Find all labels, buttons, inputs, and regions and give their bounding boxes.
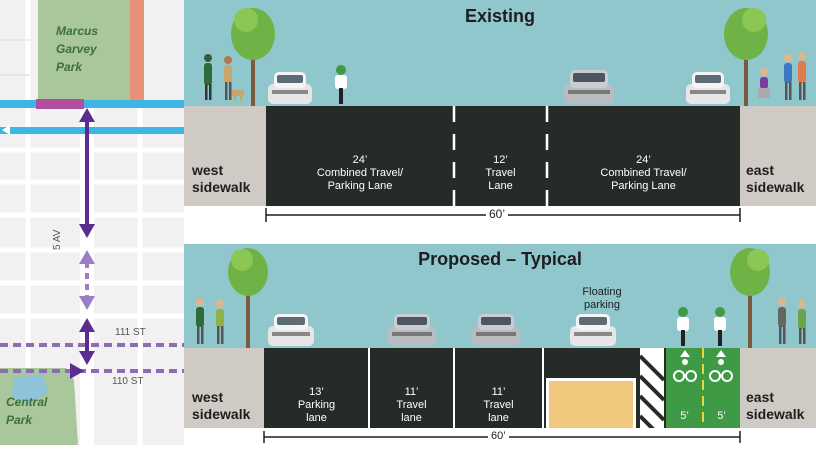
pedestrian-icon [798, 52, 806, 100]
cyclist-icon [335, 65, 347, 104]
lane-name: Travel [485, 167, 516, 179]
lane-name: Parking Lane [611, 180, 676, 192]
lane-name: lane [306, 412, 327, 424]
existing-west-label-line: sidewalk [192, 179, 251, 195]
floating-parking-line: Floating [582, 286, 622, 298]
existing-west-sidewalk [184, 106, 266, 206]
proposed-west-label-line: sidewalk [192, 406, 251, 422]
lane-name: Combined Travel/ [316, 167, 404, 179]
existing-scene [204, 8, 806, 106]
cyclist-icon [677, 307, 689, 346]
lane-width: 11’ [491, 386, 506, 398]
lane-name: Lane [488, 180, 513, 192]
pedestrian-icon [784, 54, 792, 100]
existing-east-label-line: sidewalk [746, 179, 805, 195]
car-icon [268, 72, 312, 104]
tree-icon [228, 248, 268, 348]
existing-section: Existing [184, 0, 816, 232]
cyclist-icon [714, 307, 726, 346]
proposed-section: Proposed – Typical Floating parking [184, 244, 816, 445]
car-icon [686, 72, 730, 104]
park-label-south-line: Central [6, 395, 48, 409]
lane-name: lane [488, 412, 509, 424]
bike-symbol-icon [709, 350, 733, 382]
bike-symbol-icon [673, 350, 697, 382]
proposed-total-width: 60’ [488, 430, 509, 442]
car-icon [570, 314, 616, 346]
park-label-south-line: Park [6, 413, 33, 427]
floating-parking-area [549, 381, 633, 428]
lane-name: Combined Travel/ [600, 167, 687, 179]
car-icon [564, 70, 614, 104]
tree-icon [724, 8, 768, 106]
route-map: Marcus Garvey Park Central Park 5 AV 111… [0, 0, 184, 445]
existing-title: Existing [464, 6, 535, 26]
car-icon [472, 314, 520, 346]
pedestrian-icon [798, 300, 806, 344]
existing-west-label-line: west [192, 162, 224, 178]
existing-lane-label: 24’ Combined Travel/ Parking Lane [266, 154, 454, 193]
proposed-lane-label: 11’ Travel lane [369, 386, 454, 425]
lane-name: Travel [396, 399, 427, 411]
proposed-east-label-line: east [746, 389, 775, 405]
car-icon [388, 314, 436, 346]
proposed-lane-markings [368, 348, 740, 428]
existing-east-sidewalk-label: east sidewalk [746, 162, 804, 196]
park-label-south: Central Park [6, 393, 47, 429]
proposed-west-sidewalk-label: west sidewalk [192, 389, 250, 423]
proposed-east-label-line: sidewalk [746, 406, 805, 422]
park-label-north-line: Garvey [56, 42, 97, 56]
park-label-north-line: Marcus [56, 24, 99, 38]
existing-lane-label: 24’ Combined Travel/ Parking Lane [547, 154, 740, 193]
bike-lane-width-label: 5’ [680, 410, 689, 422]
park-label-north: Marcus Garvey Park [56, 22, 98, 76]
lane-width: 11’ [404, 386, 419, 398]
proposed-lane-label: 13’ Parking lane [264, 386, 369, 425]
lane-width: 12’ [493, 154, 508, 166]
avenue-label: 5 AV [52, 229, 63, 250]
lane-width: 24’ [636, 154, 651, 166]
floating-parking-line: parking [583, 299, 621, 311]
street-label-111: 111 ST [115, 327, 146, 338]
proposed-west-sidewalk [184, 348, 264, 428]
lane-width: 24’ [352, 154, 368, 166]
car-icon [268, 314, 314, 346]
floating-parking-label: Floating parking [562, 286, 642, 312]
map-graphic [0, 0, 184, 445]
existing-total-width: 60’ [486, 207, 509, 221]
proposed-east-sidewalk [740, 348, 816, 428]
existing-lane-label: 12’ Travel Lane [454, 154, 547, 193]
park-label-north-line: Park [56, 60, 83, 74]
lane-name: lane [401, 412, 422, 424]
proposed-lane-label: 11’ Travel lane [454, 386, 543, 425]
pedestrian-icon [778, 298, 786, 344]
proposed-east-sidewalk-label: east sidewalk [746, 389, 804, 423]
pedestrian-icon [216, 300, 224, 344]
pedestrian-icon [204, 54, 212, 100]
dog-walker-icon [224, 56, 244, 101]
pedestrian-icon [196, 298, 204, 344]
lane-name: Parking Lane [327, 180, 393, 192]
pedestrian-icon [758, 68, 770, 98]
existing-west-sidewalk-label: west sidewalk [192, 162, 250, 196]
lane-name: Travel [483, 399, 514, 411]
proposed-scene [196, 248, 806, 348]
tree-icon [231, 8, 275, 106]
existing-roadway [266, 106, 740, 206]
street-label-110: 110 ST [112, 376, 144, 387]
existing-east-label-line: east [746, 162, 775, 178]
lane-name: Parking [297, 399, 336, 411]
lane-width: 13’ [309, 386, 324, 398]
proposed-west-label-line: west [192, 389, 224, 405]
proposed-title: Proposed – Typical [418, 249, 582, 269]
existing-east-sidewalk [740, 106, 816, 206]
bike-lane-width-label: 5’ [717, 410, 726, 422]
tree-icon [730, 248, 770, 348]
